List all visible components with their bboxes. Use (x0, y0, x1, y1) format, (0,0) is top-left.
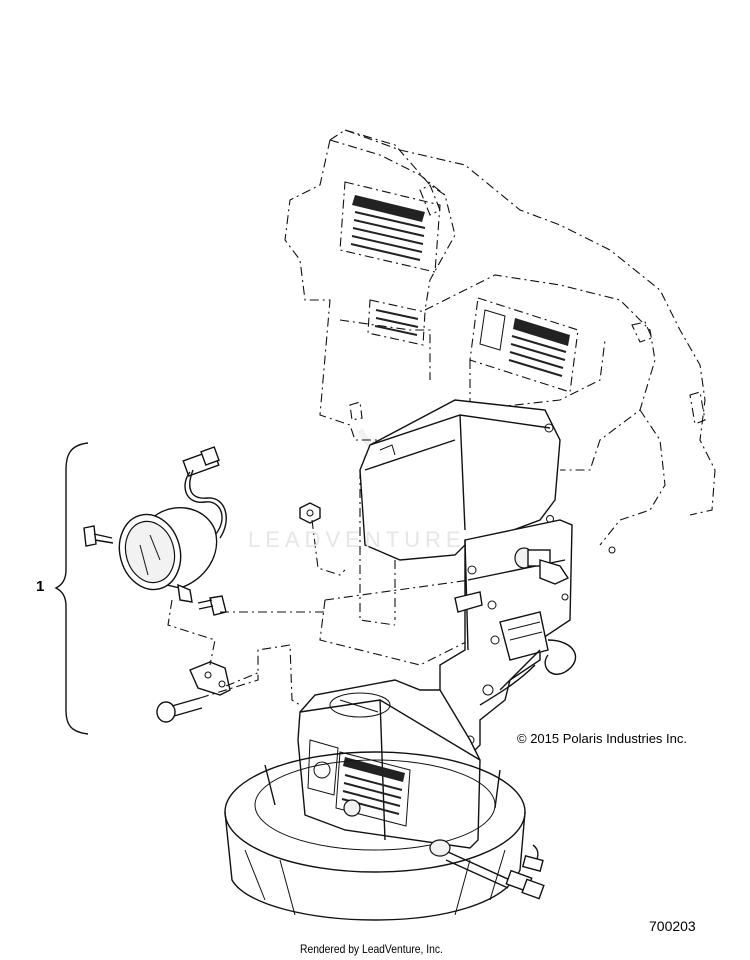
warning-label-upper (469, 297, 579, 393)
copyright-notice: © 2015 Polaris Industries Inc. (517, 731, 687, 746)
chute-switch-connector (454, 547, 577, 675)
mount-bracket (189, 661, 231, 696)
assembly-leader-lines (167, 519, 346, 706)
output-cable (429, 839, 545, 900)
impeller-ring (224, 751, 526, 921)
watermark-text: LEADVENTURE (248, 527, 466, 552)
decal-plate (367, 299, 426, 346)
warning-label-housing (307, 739, 411, 827)
hex-nut (299, 502, 321, 524)
rear-cabinet-outline (284, 129, 716, 546)
danger-label (339, 181, 441, 273)
figure-number: 700203 (649, 918, 696, 934)
headlight-assembly (118, 446, 227, 603)
headlight-bolt-left (83, 525, 114, 547)
chute-hood (359, 399, 561, 561)
carriage-bolt (156, 697, 203, 723)
side-wiring (479, 649, 541, 706)
rendered-by-credit: Rendered by LeadVenture, Inc. (300, 942, 443, 956)
chute-lower-outline (319, 470, 471, 666)
callout-number: 1 (36, 578, 45, 595)
callout-brace (54, 442, 89, 735)
